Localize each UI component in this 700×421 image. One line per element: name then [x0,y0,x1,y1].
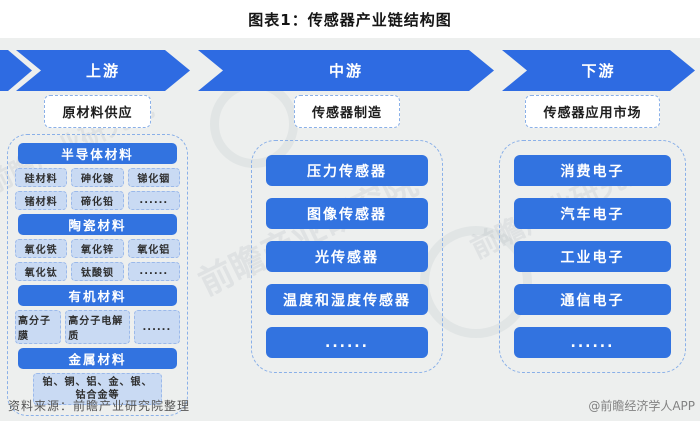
material-chip: 铂、铜、铝、金、银、钴合金等 [33,373,162,405]
chart-title: 图表1：传感器产业链结构图 [248,11,452,29]
material-chip: 高分子膜 [15,310,62,344]
material-chip: 钛酸钡 [71,262,124,281]
banner-segment-label: 上游 [85,62,120,80]
chip-row: 锗材料 碲化铅 ...... [15,191,180,210]
application-item: 工业电子 [514,241,671,272]
material-chip: ...... [127,191,180,210]
sensor-item: 图像传感器 [266,198,428,229]
sensor-item: 光传感器 [266,241,428,272]
footer: 资料来源：前瞻产业研究院整理 @前瞻经济学人APP [8,397,695,414]
raw-materials-container: 半导体材料 硅材料 砷化镓 锑化铟 锗材料 碲化铅 ...... 陶瓷材料 [7,134,188,416]
banner-segment-downstream: 下游 [502,50,695,91]
material-chip: 氧化铁 [15,239,68,258]
column-header-wrap: 原材料供应 [7,95,188,128]
material-chip: 氧化钛 [15,262,68,281]
application-item: 汽车电子 [514,198,671,229]
material-group-metal: 金属材料 铂、铜、铝、金、银、钴合金等 [15,348,180,405]
group-title: 有机材料 [18,285,177,306]
application-item: 消费电子 [514,155,671,186]
application-container: 消费电子 汽车电子 工业电子 通信电子 ...... [499,140,686,373]
chip-row: 高分子膜 高分子电解质 ...... [15,310,181,344]
column-header-application: 传感器应用市场 [525,95,660,128]
material-chip: 氧化锌 [71,239,124,258]
material-chip: ...... [133,310,181,344]
material-chip: 硅材料 [15,168,68,187]
material-chip: 碲化铅 [71,191,124,210]
chip-row: 氧化铁 氧化锌 氧化铝 [15,239,180,258]
group-title: 陶瓷材料 [18,214,177,235]
material-chip: 高分子电解质 [65,310,130,344]
column-sensor-manufacturing: 传感器制造 压力传感器 图像传感器 光传感器 温度和湿度传感器 ...... [251,95,443,373]
diagram-panel: 前瞻产业研究院 前瞻产业研究院 前瞻产业研究院 上游 中游 下游 原材料供应 [0,38,700,421]
manufacturing-container: 压力传感器 图像传感器 光传感器 温度和湿度传感器 ...... [251,140,443,373]
application-item: 通信电子 [514,284,671,315]
sensor-item: ...... [266,327,428,358]
material-chip: ...... [127,262,180,281]
application-item: ...... [514,327,671,358]
group-title: 金属材料 [18,348,177,369]
chip-row: 铂、铜、铝、金、银、钴合金等 [15,373,180,405]
column-header-manufacturing: 传感器制造 [293,95,400,128]
chain-banner: 上游 中游 下游 [0,50,700,91]
material-group-ceramic: 陶瓷材料 氧化铁 氧化锌 氧化铝 氧化钛 钛酸钡 ...... [15,214,180,281]
column-raw-materials: 原材料供应 半导体材料 硅材料 砷化镓 锑化铟 锗材料 碲化铅 ...... [7,95,188,416]
material-chip: 锑化铟 [127,168,180,187]
source-note: 资料来源：前瞻产业研究院整理 [8,399,191,413]
material-chip: 砷化镓 [71,168,124,187]
chip-row: 硅材料 砷化镓 锑化铟 [15,168,180,187]
banner-segment-label: 下游 [581,62,616,80]
column-application-market: 传感器应用市场 消费电子 汽车电子 工业电子 通信电子 ...... [499,95,686,373]
credit-note: @前瞻经济学人APP [588,399,695,413]
material-group-semiconductor: 半导体材料 硅材料 砷化镓 锑化铟 锗材料 碲化铅 ...... [15,143,180,210]
material-chip: 锗材料 [15,191,68,210]
column-header-wrap: 传感器应用市场 [499,95,686,128]
column-header-wrap: 传感器制造 [251,95,443,128]
banner-segment-upstream: 上游 [16,50,190,91]
sensor-item: 温度和湿度传感器 [266,284,428,315]
column-header-raw-materials: 原材料供应 [44,95,151,128]
sensor-item: 压力传感器 [266,155,428,186]
banner-segment-midstream: 中游 [198,50,494,91]
chip-row: 氧化钛 钛酸钡 ...... [15,262,180,281]
banner-segment-label: 中游 [328,62,363,80]
material-chip: 氧化铝 [127,239,180,258]
group-title: 半导体材料 [18,143,177,164]
material-group-organic: 有机材料 高分子膜 高分子电解质 ...... [15,285,181,344]
